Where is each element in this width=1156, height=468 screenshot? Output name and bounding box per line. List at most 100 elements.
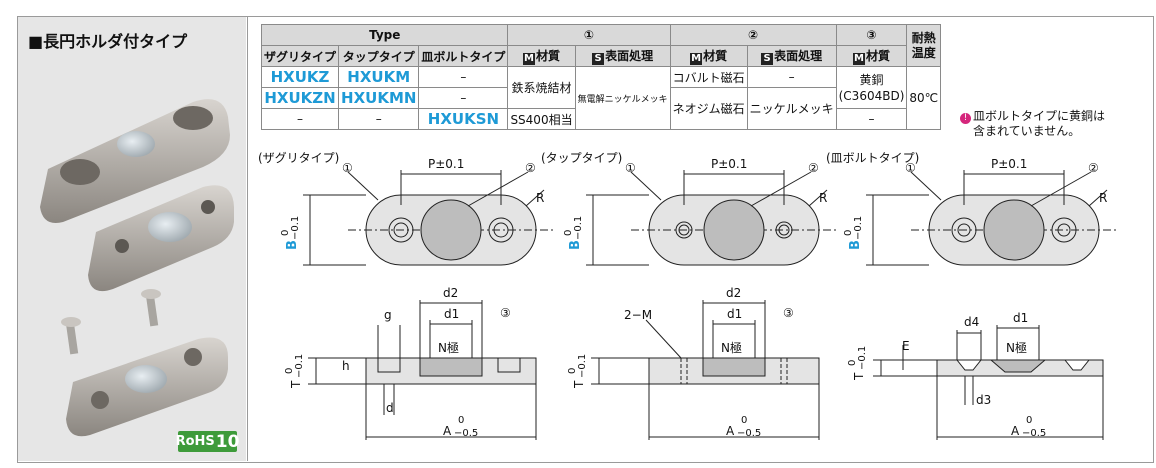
col-sara: 皿ボルトタイプ: [418, 45, 509, 67]
p-dim-zaguri: P±0.1: [428, 157, 464, 171]
outer-frame: [17, 16, 1154, 463]
panel-divider: [247, 17, 248, 461]
surface-icon: S: [761, 53, 774, 65]
cell-m2-material-r1: コバルト磁石: [669, 66, 748, 88]
callout-3-tap: ③: [783, 306, 794, 320]
model-hxukz[interactable]: HXUKZ: [260, 66, 340, 88]
svg-text:0: 0: [1026, 415, 1032, 426]
product-photo: [40, 99, 234, 437]
svg-text:0: 0: [567, 368, 578, 374]
callout-1-zaguri: ①: [342, 161, 353, 175]
cell-heat: 80℃: [906, 66, 942, 130]
caption-tap: (タップタイプ): [541, 151, 622, 165]
svg-text:−0.1: −0.1: [573, 216, 584, 240]
cell-r3-tap: –: [338, 108, 420, 130]
d-zaguri: d: [386, 401, 394, 415]
callout-1-tap: ①: [625, 161, 636, 175]
d3-sara: d3: [976, 393, 991, 407]
holder-zaguri-photo: [40, 99, 230, 223]
svg-text:0: 0: [847, 360, 858, 366]
svg-text:−0.5: −0.5: [454, 428, 478, 439]
sara-top-view: [866, 170, 1116, 266]
cell-m3-material: 黄銅(C3604BD): [835, 66, 908, 109]
svg-text:−0.1: −0.1: [577, 354, 588, 378]
svg-text:0: 0: [741, 415, 747, 426]
section-title: ■長円ホルダ付タイプ: [28, 32, 188, 51]
zaguri-side-view: [308, 300, 537, 440]
cell-m2-surface-r2: ニッケルメッキ: [746, 87, 837, 130]
d4-sara: d4: [964, 315, 979, 329]
cell-m1-material: 鉄系焼結材: [507, 66, 576, 109]
material-icon: M: [523, 53, 535, 65]
cell-m2-surface-r1: –: [746, 66, 837, 88]
col-zaguri: ザグリタイプ: [260, 45, 340, 67]
material-icon: M: [853, 53, 865, 65]
holder-tap-photo: [88, 185, 234, 292]
sara-side-view: [873, 325, 1104, 440]
r-tap: R: [819, 191, 827, 205]
svg-text:−0.5: −0.5: [1022, 428, 1046, 439]
t-sara: T: [852, 372, 866, 381]
svg-text:−0.1: −0.1: [857, 346, 868, 370]
model-hxukm[interactable]: HXUKM: [338, 66, 420, 88]
cell-r2-sara: –: [418, 87, 509, 109]
material-icon: M: [690, 53, 703, 65]
b-zaguri: B: [285, 240, 300, 250]
col-tap: タップタイプ: [338, 45, 420, 67]
b-tap: B: [568, 240, 583, 250]
cell-r1-sara: –: [418, 66, 509, 88]
callout-2-zaguri: ②: [525, 161, 536, 175]
group3-header: ③: [835, 24, 908, 46]
a-sara: A: [1011, 424, 1020, 438]
model-hxuksn[interactable]: HXUKSN: [418, 108, 509, 130]
group1-header: ①: [507, 24, 671, 46]
caption-sara: (皿ボルトタイプ): [826, 151, 919, 165]
svg-text:−0.1: −0.1: [294, 354, 305, 378]
d2-zaguri: d2: [443, 286, 458, 300]
model-hxukzn[interactable]: HXUKZN: [260, 87, 340, 109]
svg-text:0: 0: [280, 230, 291, 236]
t-zaguri: T: [289, 380, 303, 389]
callout-2-tap: ②: [808, 161, 819, 175]
d1-zaguri: d1: [444, 307, 459, 321]
cell-m3-material-r3: –: [835, 108, 908, 130]
cell-r3-zaguri: –: [260, 108, 340, 130]
svg-text:−0.1: −0.1: [290, 216, 301, 240]
svg-text:0: 0: [458, 415, 464, 426]
d1-tap: d1: [727, 307, 742, 321]
r-zaguri: R: [536, 191, 544, 205]
p-dim-tap: P±0.1: [711, 157, 747, 171]
t-tap: T: [572, 380, 586, 389]
cell-m1-surface: 無電解ニッケルメッキ: [574, 66, 671, 130]
type-header: Type: [260, 24, 509, 46]
a-zaguri: A: [443, 424, 452, 438]
a-tap: A: [726, 424, 735, 438]
2m-tap: 2−M: [624, 308, 652, 322]
cell-m2-material-r2: ネオジム磁石: [669, 87, 748, 130]
note: !皿ボルトタイプに黄銅は 含まれていません。: [960, 109, 1105, 138]
r-sara: R: [1099, 191, 1107, 205]
d1-sara: d1: [1013, 311, 1028, 325]
callout-2-sara: ②: [1088, 161, 1099, 175]
warning-icon: !: [960, 113, 971, 124]
svg-text:0: 0: [843, 230, 854, 236]
callout-3-zaguri: ③: [500, 306, 511, 320]
g-zaguri: g: [384, 308, 392, 322]
heat-header: 耐熱温度: [906, 24, 942, 67]
svg-text:−0.1: −0.1: [853, 216, 864, 240]
holder-sara-photo: [66, 337, 228, 437]
tap-side-view: [591, 300, 820, 440]
svg-text:−0.5: −0.5: [737, 428, 761, 439]
model-hxukmn[interactable]: HXUKMN: [338, 87, 420, 109]
group2-header: ②: [669, 24, 837, 46]
npole-tap: N極: [721, 340, 742, 355]
p-dim-sara: P±0.1: [991, 157, 1027, 171]
screws-photo: [61, 289, 161, 355]
d2-tap: d2: [726, 286, 741, 300]
